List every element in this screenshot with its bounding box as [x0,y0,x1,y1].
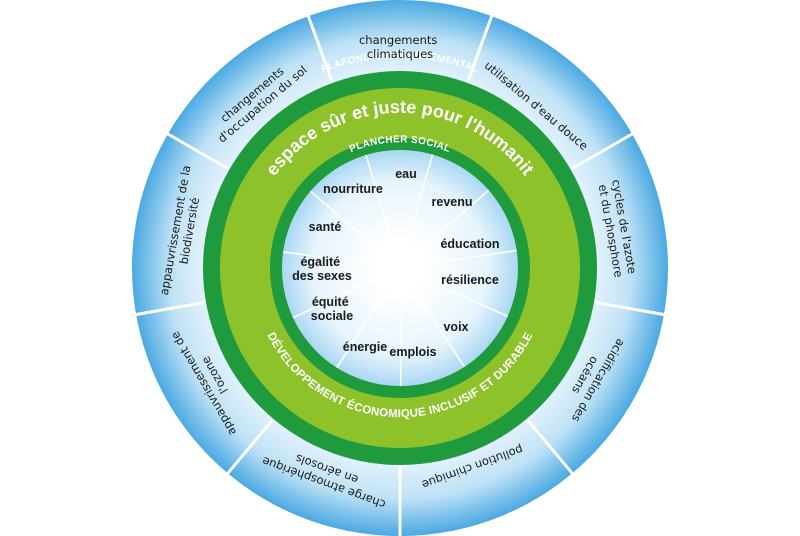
outer-divider-line [594,300,667,317]
social-label-gender-equality: égalité des sexes [292,255,352,283]
social-label-education: éducation [440,237,499,251]
social-label-social-equity: équité sociale [311,295,353,323]
inner-dividers [282,154,517,387]
social-label-resilience: résilience [441,273,499,287]
outer-divider-line [466,13,494,83]
inner-divider-line [399,273,402,387]
inner-divider-line [309,190,396,265]
outer-divider-line [526,418,575,476]
inner-divider-line [292,269,395,319]
inner-divider-line [365,154,400,263]
inner-divider-line [405,269,508,318]
outer-divider-line [225,418,274,476]
inner-divider-line [336,272,398,369]
outer-divider-line [133,300,206,317]
outer-divider-line [165,131,230,171]
inner-divider-line [282,251,395,268]
inner-divider-line [402,272,466,368]
social-label-energy: énergie [343,340,388,354]
inner-divider-line [403,189,490,265]
social-labels: eau revenu éducation résilience voix emp… [292,167,499,359]
social-label-water: eau [395,167,417,181]
social-label-income: revenu [432,195,473,209]
social-label-voice: voix [443,320,468,334]
social-label-jobs: emplois [389,345,436,359]
social-label-food: nourriture [323,182,383,196]
outer-divider-line [306,13,334,83]
env-label-climate: changements climatiques [359,33,441,61]
outer-dividers [133,13,667,536]
inner-divider-line [405,249,517,268]
inner-disc [282,150,518,386]
inner-divider-line [400,154,434,263]
social-label-health: santé [309,220,342,234]
outer-divider-line [570,131,635,171]
